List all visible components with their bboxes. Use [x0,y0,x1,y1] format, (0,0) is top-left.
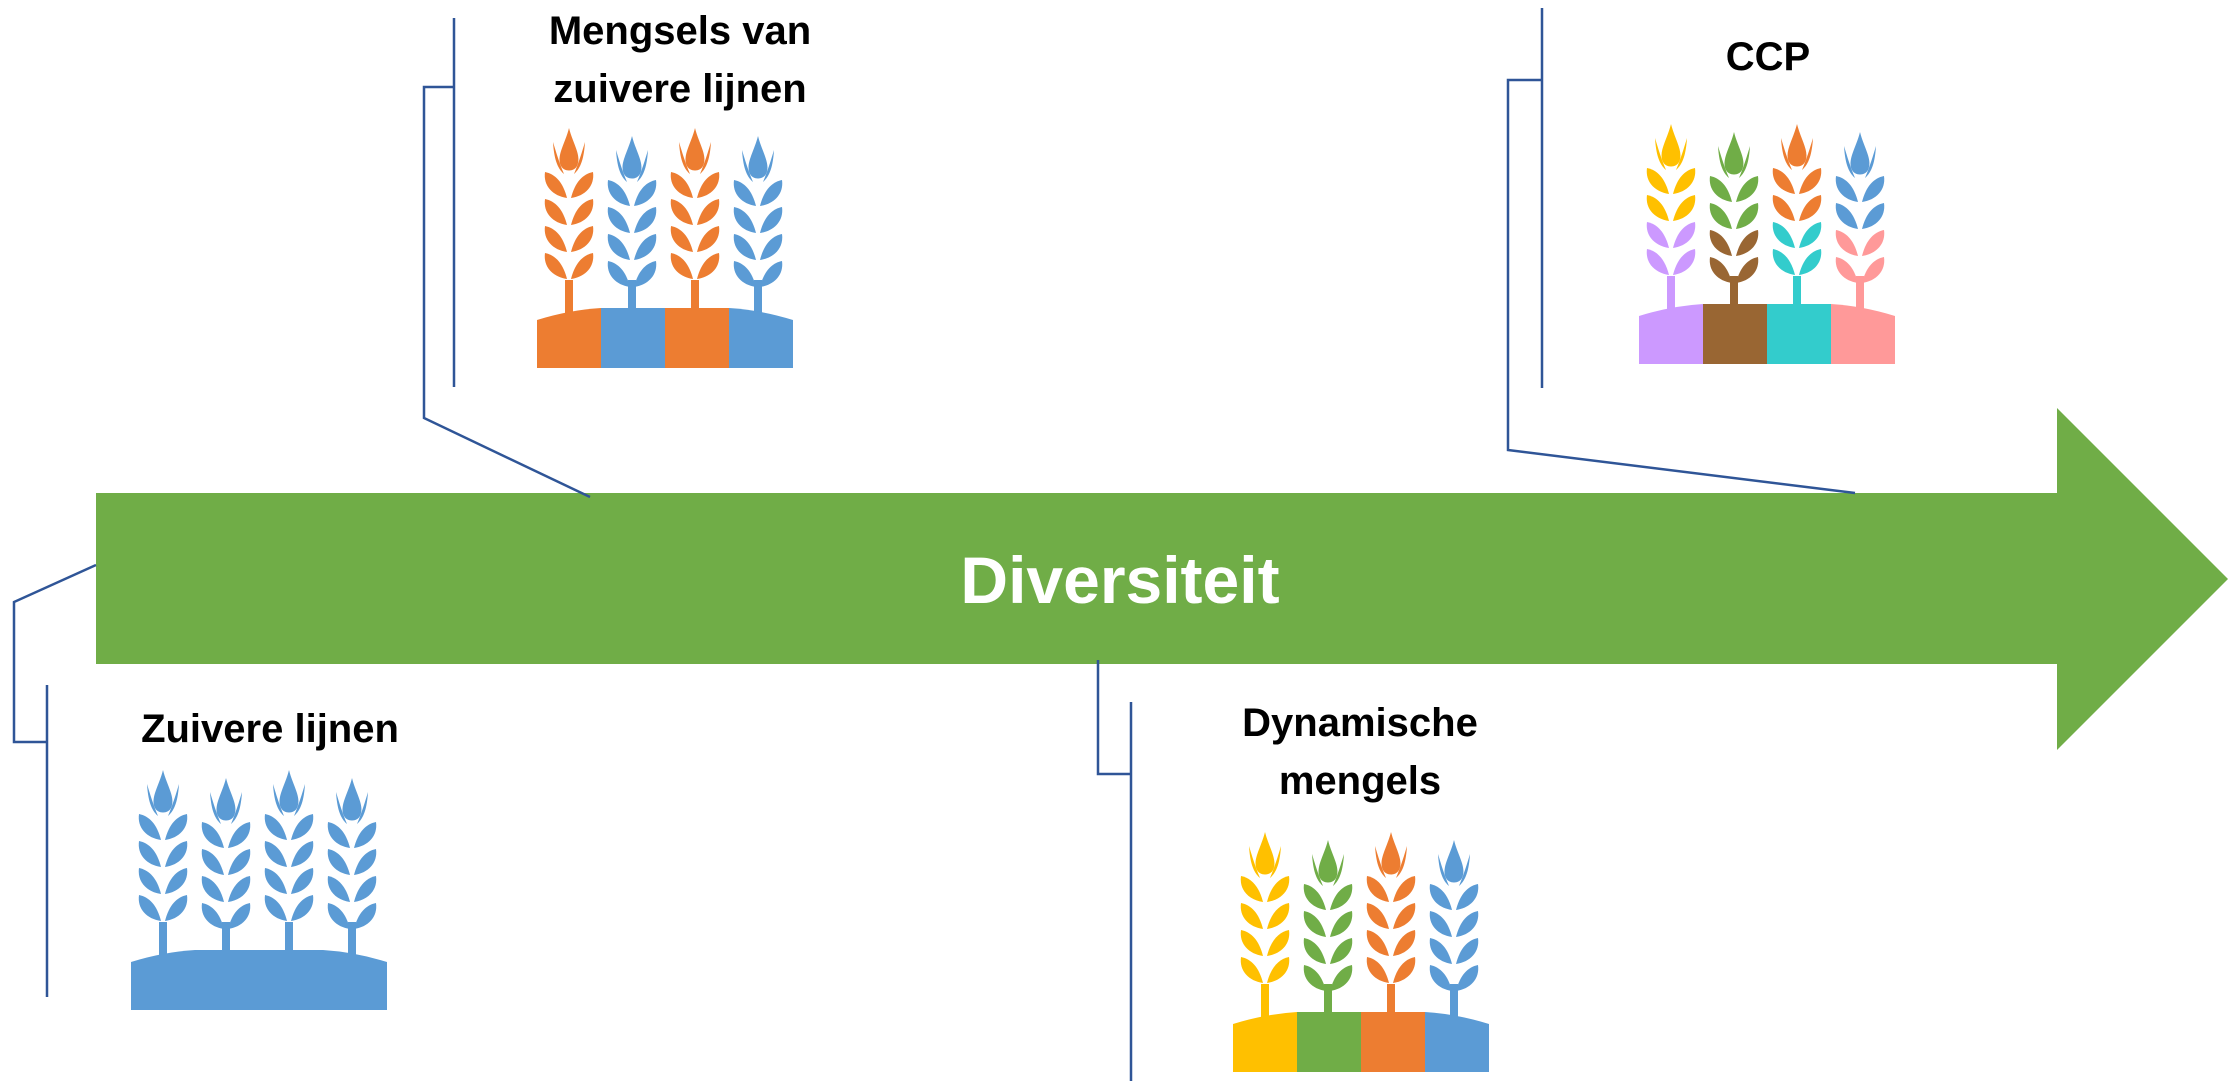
wheat-stalk-4 [1429,840,1479,991]
base-segment [1831,304,1895,364]
title-zuivere-lijnen: Zuivere lijnen [141,707,399,751]
stem [1450,984,1458,1020]
stem [285,922,293,958]
icon-ccp [1639,124,1895,364]
wheat-stalk-4 [733,136,783,287]
stem [1667,276,1675,312]
wheat-stalk-1 [544,128,594,279]
base-segment [259,950,323,1010]
stem [1793,276,1801,312]
base-segment [323,950,387,1010]
connector-zuivere [12,563,97,744]
stem [1730,276,1738,312]
stem [1387,984,1395,1020]
icon-zuivere-lijnen [131,770,387,1010]
stem [1261,984,1269,1020]
stem [628,280,636,316]
stem [754,280,762,316]
icon-mengsels-zuivere-lijnen [537,128,793,368]
stem [222,922,230,958]
base-segment [1361,1012,1425,1072]
stem [1856,276,1864,312]
wheat-stalk-1 [1646,124,1696,275]
title-mengsels-zuivere-lijnen: Mengsels van zuivere lijnen [548,9,812,111]
base-segment [131,950,195,1010]
wheat-stalk-2 [1709,132,1759,283]
wheat-stalk-1 [138,770,188,921]
wheat-stalk-2 [607,136,657,287]
icon-dynamische-mengels [1233,832,1489,1072]
stem [159,922,167,958]
wheat-stalk-4 [1835,132,1885,283]
wheat-stalk-1 [1240,832,1290,983]
wheat-stalk-3 [1772,124,1822,275]
wheat-stalk-2 [201,778,251,929]
wheat-stalk-3 [264,770,314,921]
base-segment [195,950,259,1010]
base-segment [1425,1012,1489,1072]
connector-lines [12,8,1856,1081]
connector-dynamische [1096,660,1131,776]
arrow-label: Diversiteit [960,543,1280,617]
title-dynamische-mengels: Dynamische mengels [1242,701,1478,803]
base-segment [665,308,729,368]
stem [565,280,573,316]
base-segment [1703,304,1767,364]
wheat-stalk-3 [670,128,720,279]
base-segment [601,308,665,368]
connector-ccp [1506,78,1856,495]
stem [691,280,699,316]
base-segment [1297,1012,1361,1072]
base-segment [1639,304,1703,364]
wheat-stalk-3 [1366,832,1416,983]
wheat-stalk-2 [1303,840,1353,991]
base-segment [537,308,601,368]
title-ccp: CCP [1725,35,1811,79]
diversity-arrow [96,408,2228,750]
stem [348,922,356,958]
connector-mengsels [422,85,591,499]
base-segment [1767,304,1831,364]
base-segment [1233,1012,1297,1072]
wheat-stalk-4 [327,778,377,929]
base-segment [729,308,793,368]
stem [1324,984,1332,1020]
